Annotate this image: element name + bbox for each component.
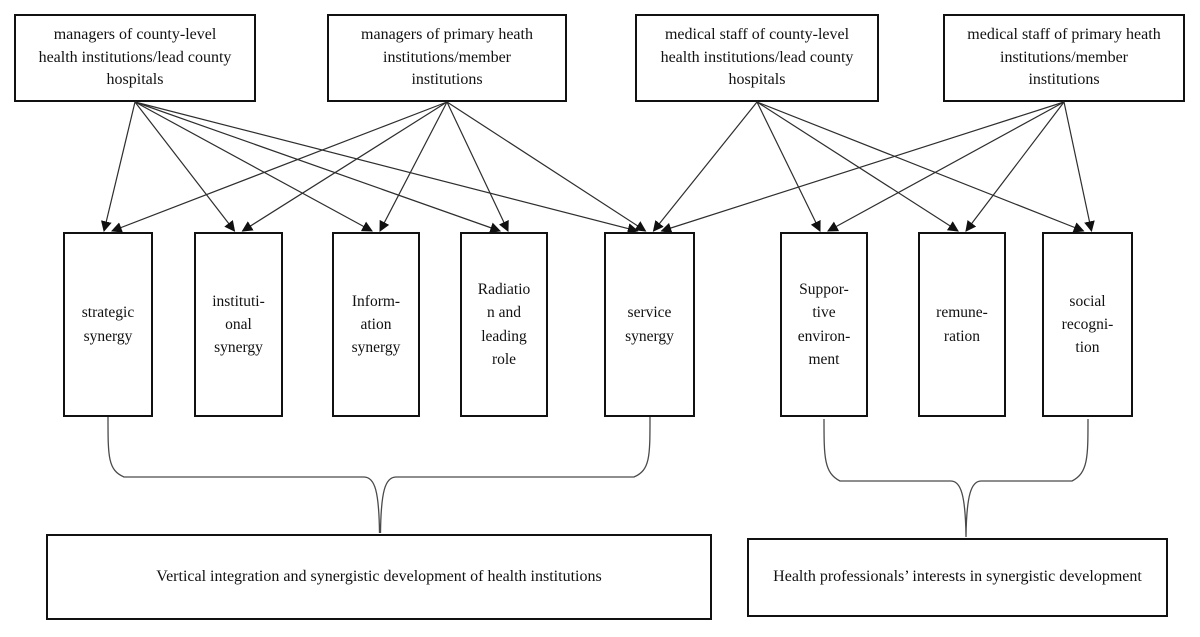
box-social-recognition: social recogni- tion [1042, 232, 1133, 417]
arrow-t1-m5 [134, 101, 639, 234]
arrow-t1-m3 [134, 101, 373, 232]
arrow-t2-m5 [446, 101, 647, 232]
box-medical-staff-primary: medical staff of primary heath instituti… [943, 14, 1185, 102]
arrow-t4-m7 [965, 101, 1065, 232]
arrow-t2-m2 [241, 101, 448, 232]
box-institutional-synergy-label: instituti- onal synergy [212, 292, 265, 357]
box-strategic-synergy: strategic synergy [63, 232, 153, 417]
box-institutional-synergy: instituti- onal synergy [194, 232, 283, 417]
arrow-t2-m1 [110, 101, 448, 233]
box-medical-staff-county-level: medical staff of county-level health ins… [635, 14, 879, 102]
arrow-t4-m5 [660, 101, 1065, 234]
box-radiation-leading-role: Radiatio n and leading role [460, 232, 548, 417]
box-service-synergy-label: service synergy [625, 304, 674, 345]
box-vertical-integration-label: Vertical integration and synergistic dev… [156, 567, 602, 585]
arrow-t3-m6 [756, 101, 821, 232]
box-supportive-environment: Suppor- tive environ- ment [780, 232, 868, 417]
box-managers-primary: managers of primary heath institutions/m… [327, 14, 567, 102]
arrow-t3-m8 [756, 101, 1085, 233]
arrow-t2-m3 [379, 101, 448, 232]
arrow-t1-m2 [134, 101, 236, 232]
left-brace [107, 416, 651, 534]
box-supportive-environment-label: Suppor- tive environ- ment [797, 281, 851, 368]
box-managers-county-level: managers of county-level health institut… [14, 14, 256, 102]
right-brace [823, 418, 1089, 538]
arrow-t3-m7 [756, 101, 959, 232]
box-information-synergy-label: Inform- ation synergy [351, 292, 401, 357]
box-health-professionals-interests: Health professionals’ interests in syner… [747, 538, 1168, 617]
box-managers-primary-label: managers of primary heath institutions/m… [361, 25, 533, 89]
box-remuneration-label: remune- ration [936, 304, 988, 345]
box-strategic-synergy-label: strategic synergy [81, 304, 135, 345]
box-health-professionals-interests-label: Health professionals’ interests in syner… [773, 568, 1142, 586]
box-managers-county-level-label: managers of county-level health institut… [38, 25, 232, 89]
arrow-t1-m4 [134, 101, 502, 233]
box-vertical-integration: Vertical integration and synergistic dev… [46, 534, 712, 620]
box-medical-staff-primary-label: medical staff of primary heath instituti… [967, 25, 1161, 89]
box-social-recognition-label: social recogni- tion [1061, 292, 1114, 357]
box-information-synergy: Inform- ation synergy [332, 232, 420, 417]
box-radiation-leading-role-label: Radiatio n and leading role [477, 281, 531, 368]
arrow-t3-m5 [652, 101, 758, 232]
arrow-lines [101, 101, 1095, 234]
arrow-t4-m6 [827, 101, 1065, 232]
arrow-t2-m4 [446, 101, 509, 232]
arrow-t4-m8 [1063, 101, 1095, 233]
arrow-t1-m1 [101, 101, 136, 233]
box-service-synergy: service synergy [604, 232, 695, 417]
box-remuneration: remune- ration [918, 232, 1006, 417]
box-medical-staff-county-level-label: medical staff of county-level health ins… [660, 25, 854, 89]
